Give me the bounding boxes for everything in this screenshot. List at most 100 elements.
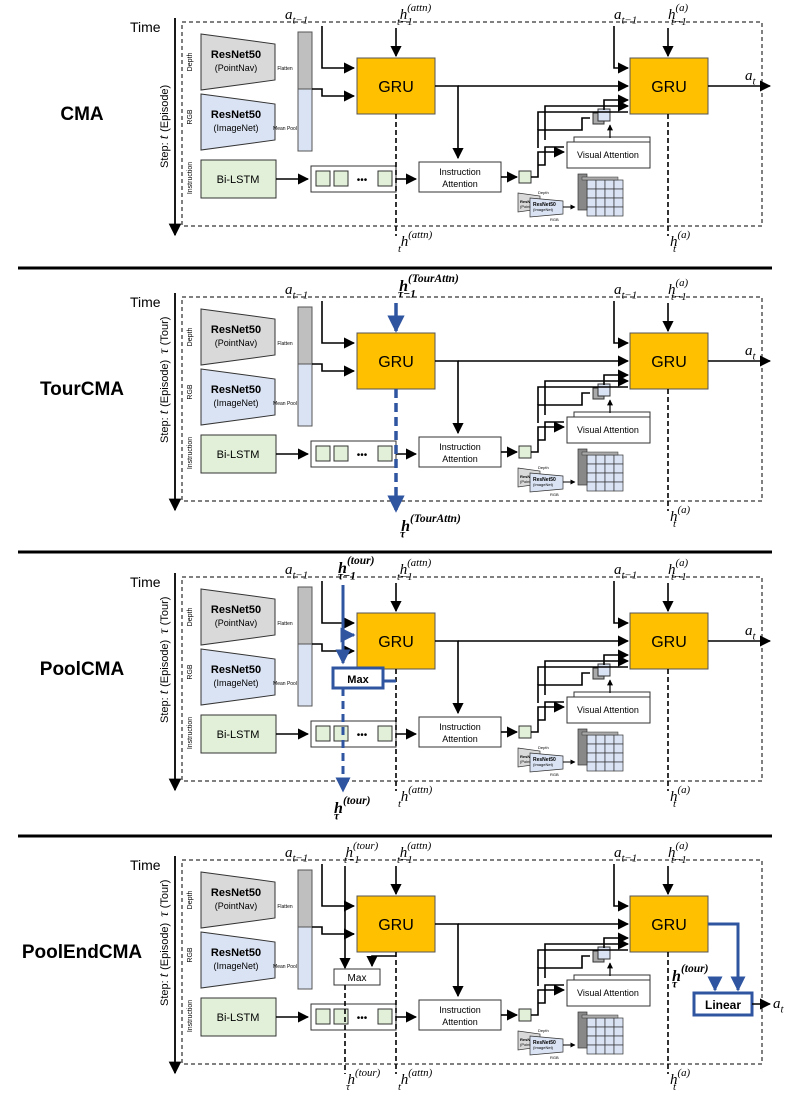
- grid-cell: [586, 743, 597, 754]
- grid-cell: [586, 752, 597, 763]
- grid-cell: [586, 1026, 597, 1037]
- step-word: Step:: [159, 139, 171, 168]
- grid-cell: [604, 1035, 615, 1046]
- ellipsis-label: •••: [357, 1013, 368, 1024]
- grid-cell: [595, 454, 606, 465]
- step-word: Step:: [159, 977, 171, 1006]
- instruction-to-gru-arrow: [544, 938, 630, 978]
- math-sub: t−1: [397, 16, 413, 28]
- depth-encoder-sub: (PointNav): [215, 618, 258, 628]
- grid-cell: [586, 179, 597, 190]
- grid-cell: [595, 206, 606, 217]
- math-base: h: [400, 845, 408, 861]
- math-sub: t: [673, 1081, 677, 1093]
- math-base: a: [285, 282, 293, 298]
- instruction-to-gru-arrow: [544, 100, 630, 140]
- math-sup: (a): [676, 840, 689, 852]
- tour-word: (Tour): [159, 597, 171, 626]
- dashed-frame: [181, 296, 763, 502]
- math-base: h: [334, 800, 343, 817]
- math-base: a: [773, 996, 781, 1012]
- dashed-frame: [181, 859, 763, 1065]
- hidden-a-out-label: h(a)t: [670, 784, 690, 810]
- hidden-attn-out-label: h(attn)t: [398, 784, 433, 810]
- grid-cell: [595, 179, 606, 190]
- bilstm-box: [200, 714, 277, 754]
- grid-cell: [595, 463, 606, 474]
- depth-encoder-name: ResNet50: [211, 887, 261, 899]
- concat-to-visual-attention: [531, 984, 566, 1016]
- grid-top: [581, 176, 619, 181]
- bilstm-box: [200, 997, 277, 1037]
- gru-action-box: [629, 895, 709, 953]
- attended-instruction-cell: [518, 170, 532, 184]
- bilstm-label: Bi-LSTM: [217, 449, 260, 461]
- depth-encoder: [200, 33, 276, 91]
- ellipsis-label: •••: [357, 450, 368, 461]
- flatten-label: Flatten: [277, 621, 293, 627]
- flatten-label: Flatten: [277, 341, 293, 347]
- mini-resnet-back-sub: (Point: [520, 204, 531, 209]
- step-word: Step:: [159, 414, 171, 443]
- depth-encoder-name: ResNet50: [211, 49, 261, 61]
- hidden-a-out-label: h(a)t: [670, 504, 690, 530]
- math-sup: (a): [676, 2, 689, 14]
- math-base: h: [668, 562, 676, 578]
- math-base: a: [745, 68, 753, 84]
- mean-pool-label: Mean Pool: [273, 401, 297, 407]
- gru-attn-label: GRU: [378, 79, 414, 96]
- math-sub: t−1: [397, 571, 413, 583]
- bilstm-label: Bi-LSTM: [217, 729, 260, 741]
- instruction-attention-label: Attention: [442, 1017, 478, 1027]
- mean-pool-label: Mean Pool: [273, 681, 297, 687]
- bilstm-box: [200, 434, 277, 474]
- gru-to-instruction-attention: [435, 360, 464, 435]
- math-base: h: [670, 789, 678, 805]
- mini-resnet-back-sub: (Point: [520, 759, 531, 764]
- gru-to-max-arrow: [366, 955, 396, 968]
- math-base: h: [400, 7, 408, 23]
- mini-rgb-label: RGB: [550, 772, 559, 777]
- grid-cell: [613, 752, 624, 763]
- grid-cell: [613, 743, 624, 754]
- depth-encoder-sub: (PointNav): [215, 901, 258, 911]
- embedding-cell: [333, 725, 349, 742]
- feature-cell: [597, 383, 611, 397]
- grid-cell: [613, 761, 624, 772]
- concat-branch: [538, 421, 564, 441]
- grid-side: [577, 1011, 588, 1049]
- action-out-label: at: [745, 343, 757, 363]
- grid-cell: [595, 1044, 606, 1055]
- flatten-bar: [297, 31, 313, 90]
- concat-to-visual-attention: [531, 146, 566, 178]
- math-base: a: [285, 845, 293, 861]
- rgb-side-label: RGB: [187, 664, 194, 680]
- depth-side-label: Depth: [187, 891, 194, 910]
- depth-encoder-sub: (PointNav): [215, 63, 258, 73]
- grid-cell: [613, 1044, 624, 1055]
- action-to-gru-arrow: [321, 26, 356, 74]
- grid-cell: [604, 206, 615, 217]
- mini-resnet-back: ResN: [520, 199, 530, 204]
- gru-attn-label: GRU: [378, 917, 414, 934]
- math-base: h: [668, 845, 676, 861]
- concat-to-visual-attention: [531, 701, 566, 733]
- math-sup: (a): [676, 557, 689, 569]
- math-sup: (a): [678, 504, 691, 516]
- gru-to-instruction-attention: [435, 85, 464, 160]
- grid-cell: [586, 481, 597, 492]
- grid-cell: [595, 1017, 606, 1028]
- gru-action-label: GRU: [651, 354, 687, 371]
- step-axis-label: Step: t (Episode)τ (Tour): [157, 880, 172, 1006]
- math-sub: t: [673, 518, 677, 530]
- visual-to-gru-arrow: [312, 643, 356, 657]
- embedding-cell: [315, 1008, 331, 1025]
- model-name: TourCMA: [40, 379, 124, 400]
- grid-cell: [613, 481, 624, 492]
- mini-resnet-sub: (ImageNet): [533, 762, 554, 767]
- step-axis-label: Step: t (Episode)τ (Tour): [157, 317, 172, 443]
- math-base: h: [400, 562, 408, 578]
- hidden-attn-out-label: h(attn)t: [398, 1067, 433, 1093]
- grid-side: [577, 173, 588, 211]
- grid-cell: [604, 1044, 615, 1055]
